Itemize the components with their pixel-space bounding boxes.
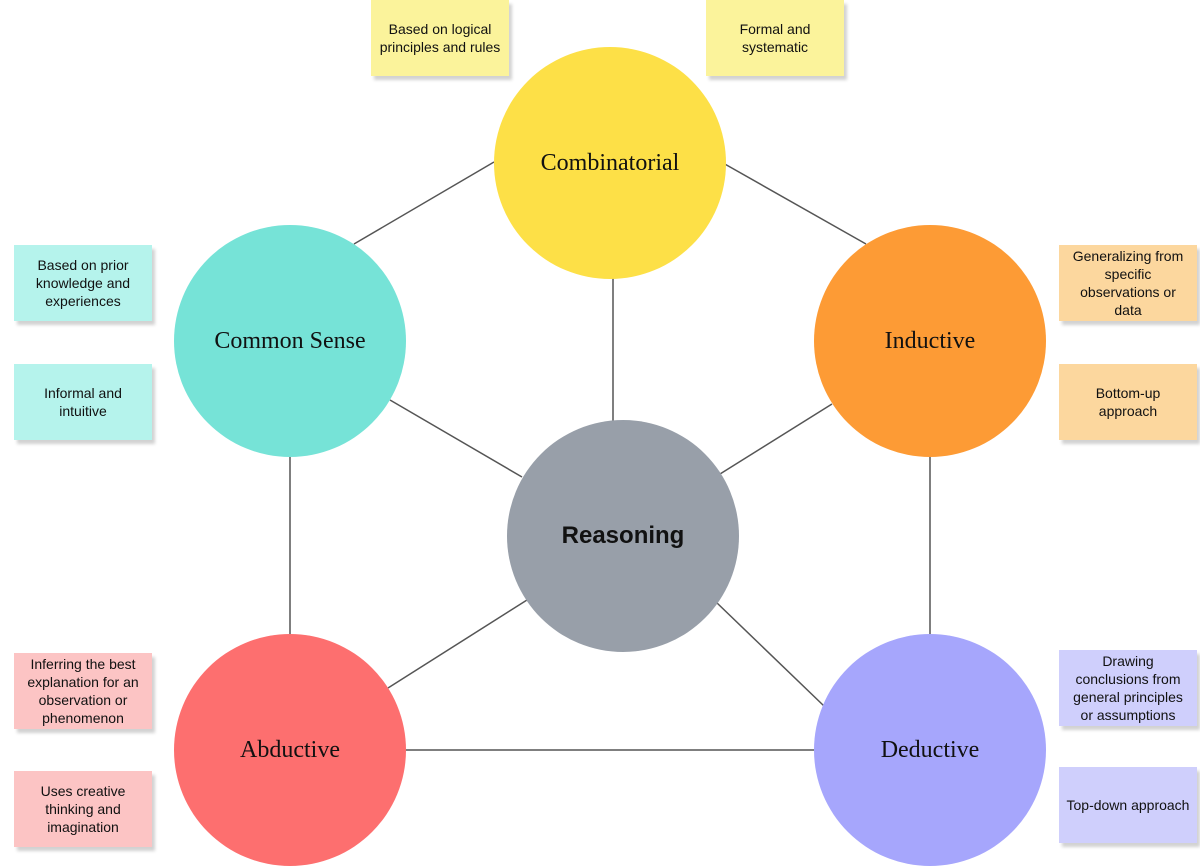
line-center-deductive (715, 601, 825, 707)
node-reasoning-label: Reasoning (561, 522, 685, 549)
note-text: Drawing conclusions from general princip… (1073, 653, 1183, 723)
note-abductive-2[interactable]: Uses creative thinking and imagination (14, 771, 152, 847)
note-combinatorial-1[interactable]: Based on logical principles and rules (371, 0, 509, 76)
node-inductive-label: Inductive (884, 327, 976, 354)
note-combinatorial-2[interactable]: Formal and systematic (706, 0, 844, 76)
note-common-sense-2[interactable]: Informal and intuitive (14, 364, 152, 440)
node-reasoning[interactable]: Reasoning (507, 420, 739, 652)
line-common-sense-combinatorial (353, 161, 495, 245)
node-common-sense-label: Common Sense (214, 327, 366, 354)
node-combinatorial[interactable]: Combinatorial (494, 47, 726, 279)
node-deductive[interactable]: Deductive (814, 634, 1046, 866)
note-text: Based on prior knowledge and experiences (35, 257, 131, 309)
note-text: Generalizing from specific observations … (1072, 248, 1184, 318)
line-combinatorial-inductive (722, 162, 867, 245)
note-text: Inferring the best explanation for an ob… (27, 656, 139, 726)
note-deductive-2[interactable]: Top-down approach (1059, 767, 1197, 843)
note-text: Informal and intuitive (44, 385, 122, 419)
line-center-common-sense (389, 399, 523, 478)
line-center-abductive (387, 599, 528, 689)
note-abductive-1[interactable]: Inferring the best explanation for an ob… (14, 653, 152, 729)
note-deductive-1[interactable]: Drawing conclusions from general princip… (1059, 650, 1197, 726)
node-deductive-label: Deductive (880, 736, 980, 763)
node-abductive-label: Abductive (240, 736, 340, 763)
note-text: Bottom-up approach (1095, 385, 1161, 419)
note-text: Based on logical principles and rules (379, 21, 501, 55)
note-text: Uses creative thinking and imagination (40, 783, 126, 835)
node-combinatorial-label: Combinatorial (540, 149, 680, 176)
note-inductive-1[interactable]: Generalizing from specific observations … (1059, 245, 1197, 321)
node-inductive[interactable]: Inductive (814, 225, 1046, 457)
node-abductive[interactable]: Abductive (174, 634, 406, 866)
note-text: Top-down approach (1066, 797, 1190, 813)
note-common-sense-1[interactable]: Based on prior knowledge and experiences (14, 245, 152, 321)
node-common-sense[interactable]: Common Sense (174, 225, 406, 457)
note-text: Formal and systematic (739, 21, 811, 55)
note-inductive-2[interactable]: Bottom-up approach (1059, 364, 1197, 440)
line-center-inductive (719, 403, 833, 475)
